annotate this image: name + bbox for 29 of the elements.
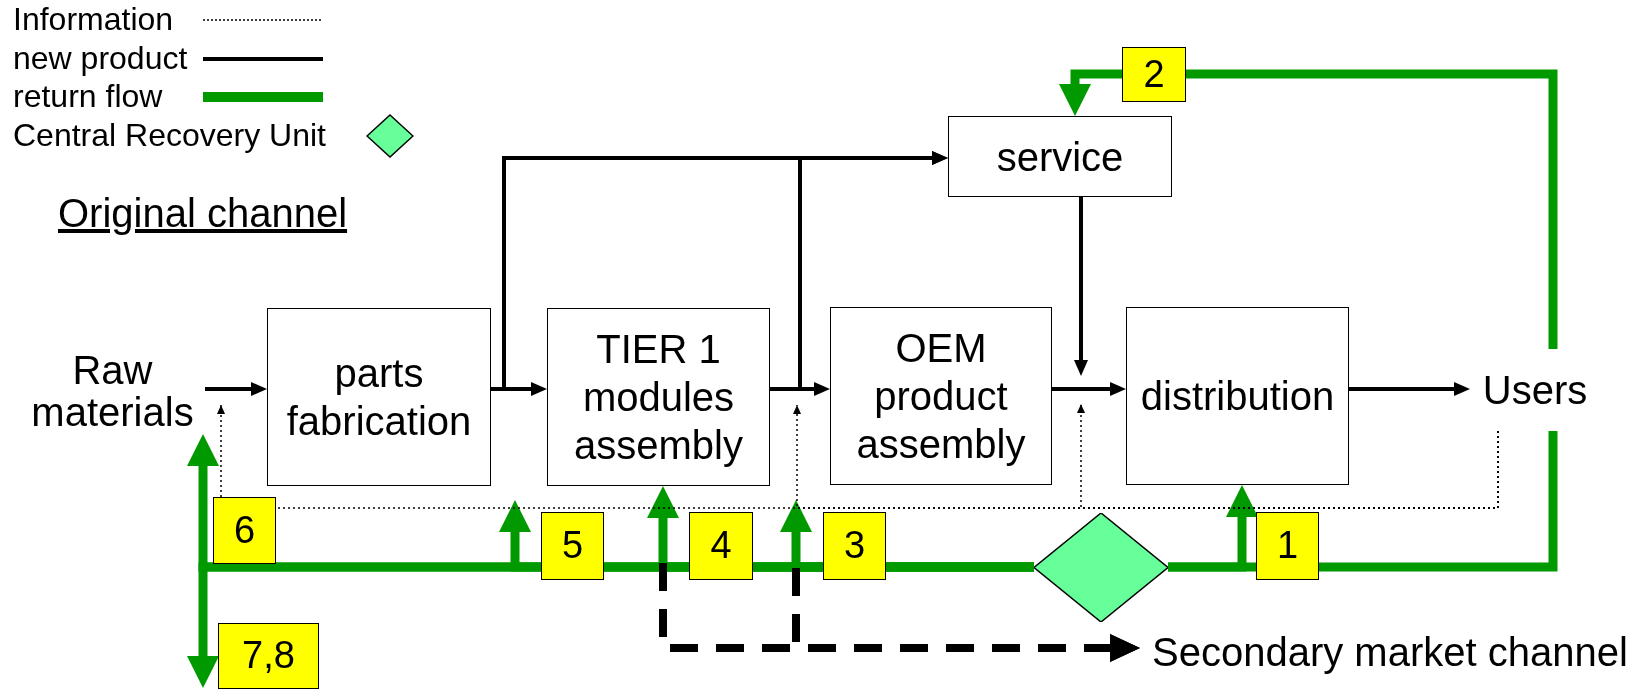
callout-number: 4	[689, 512, 753, 580]
process-box: distribution	[1126, 307, 1349, 485]
users-text: Users	[1470, 349, 1600, 431]
process-box: OEM product assembly	[830, 307, 1052, 485]
return-flow-arrow	[1059, 69, 1558, 349]
callout-number-box: 7,8	[218, 623, 319, 689]
channel-heading: Original channel	[58, 190, 348, 236]
flow-arrow	[1052, 382, 1126, 396]
legend-text: Information	[13, 3, 174, 35]
callout-number: 1	[1256, 512, 1319, 580]
legend-text: Central Recovery Unit	[13, 119, 326, 151]
callout-number: 3	[823, 512, 886, 580]
legend-text: new product	[13, 42, 188, 74]
recovery-unit-diamond	[1034, 513, 1168, 622]
flow-arrow	[1349, 382, 1470, 396]
process-box: service	[948, 116, 1172, 197]
process-box: parts fabrication	[267, 308, 491, 486]
callout-number: 2	[1122, 47, 1186, 102]
flow-arrow	[770, 151, 948, 391]
callout-number: 5	[541, 512, 604, 580]
secondary-market-text: Secondary market channel	[1140, 630, 1648, 674]
process-box: TIER 1 modules assembly	[547, 308, 770, 486]
information-arrow	[1077, 403, 1499, 509]
raw-materials-text: Raw materials	[20, 348, 205, 434]
legend-text: return flow	[13, 80, 163, 112]
flow-arrow	[205, 382, 267, 396]
return-flow-arrow	[1168, 485, 1258, 572]
flow-arrow	[1074, 197, 1088, 376]
callout-number: 6	[213, 497, 276, 564]
